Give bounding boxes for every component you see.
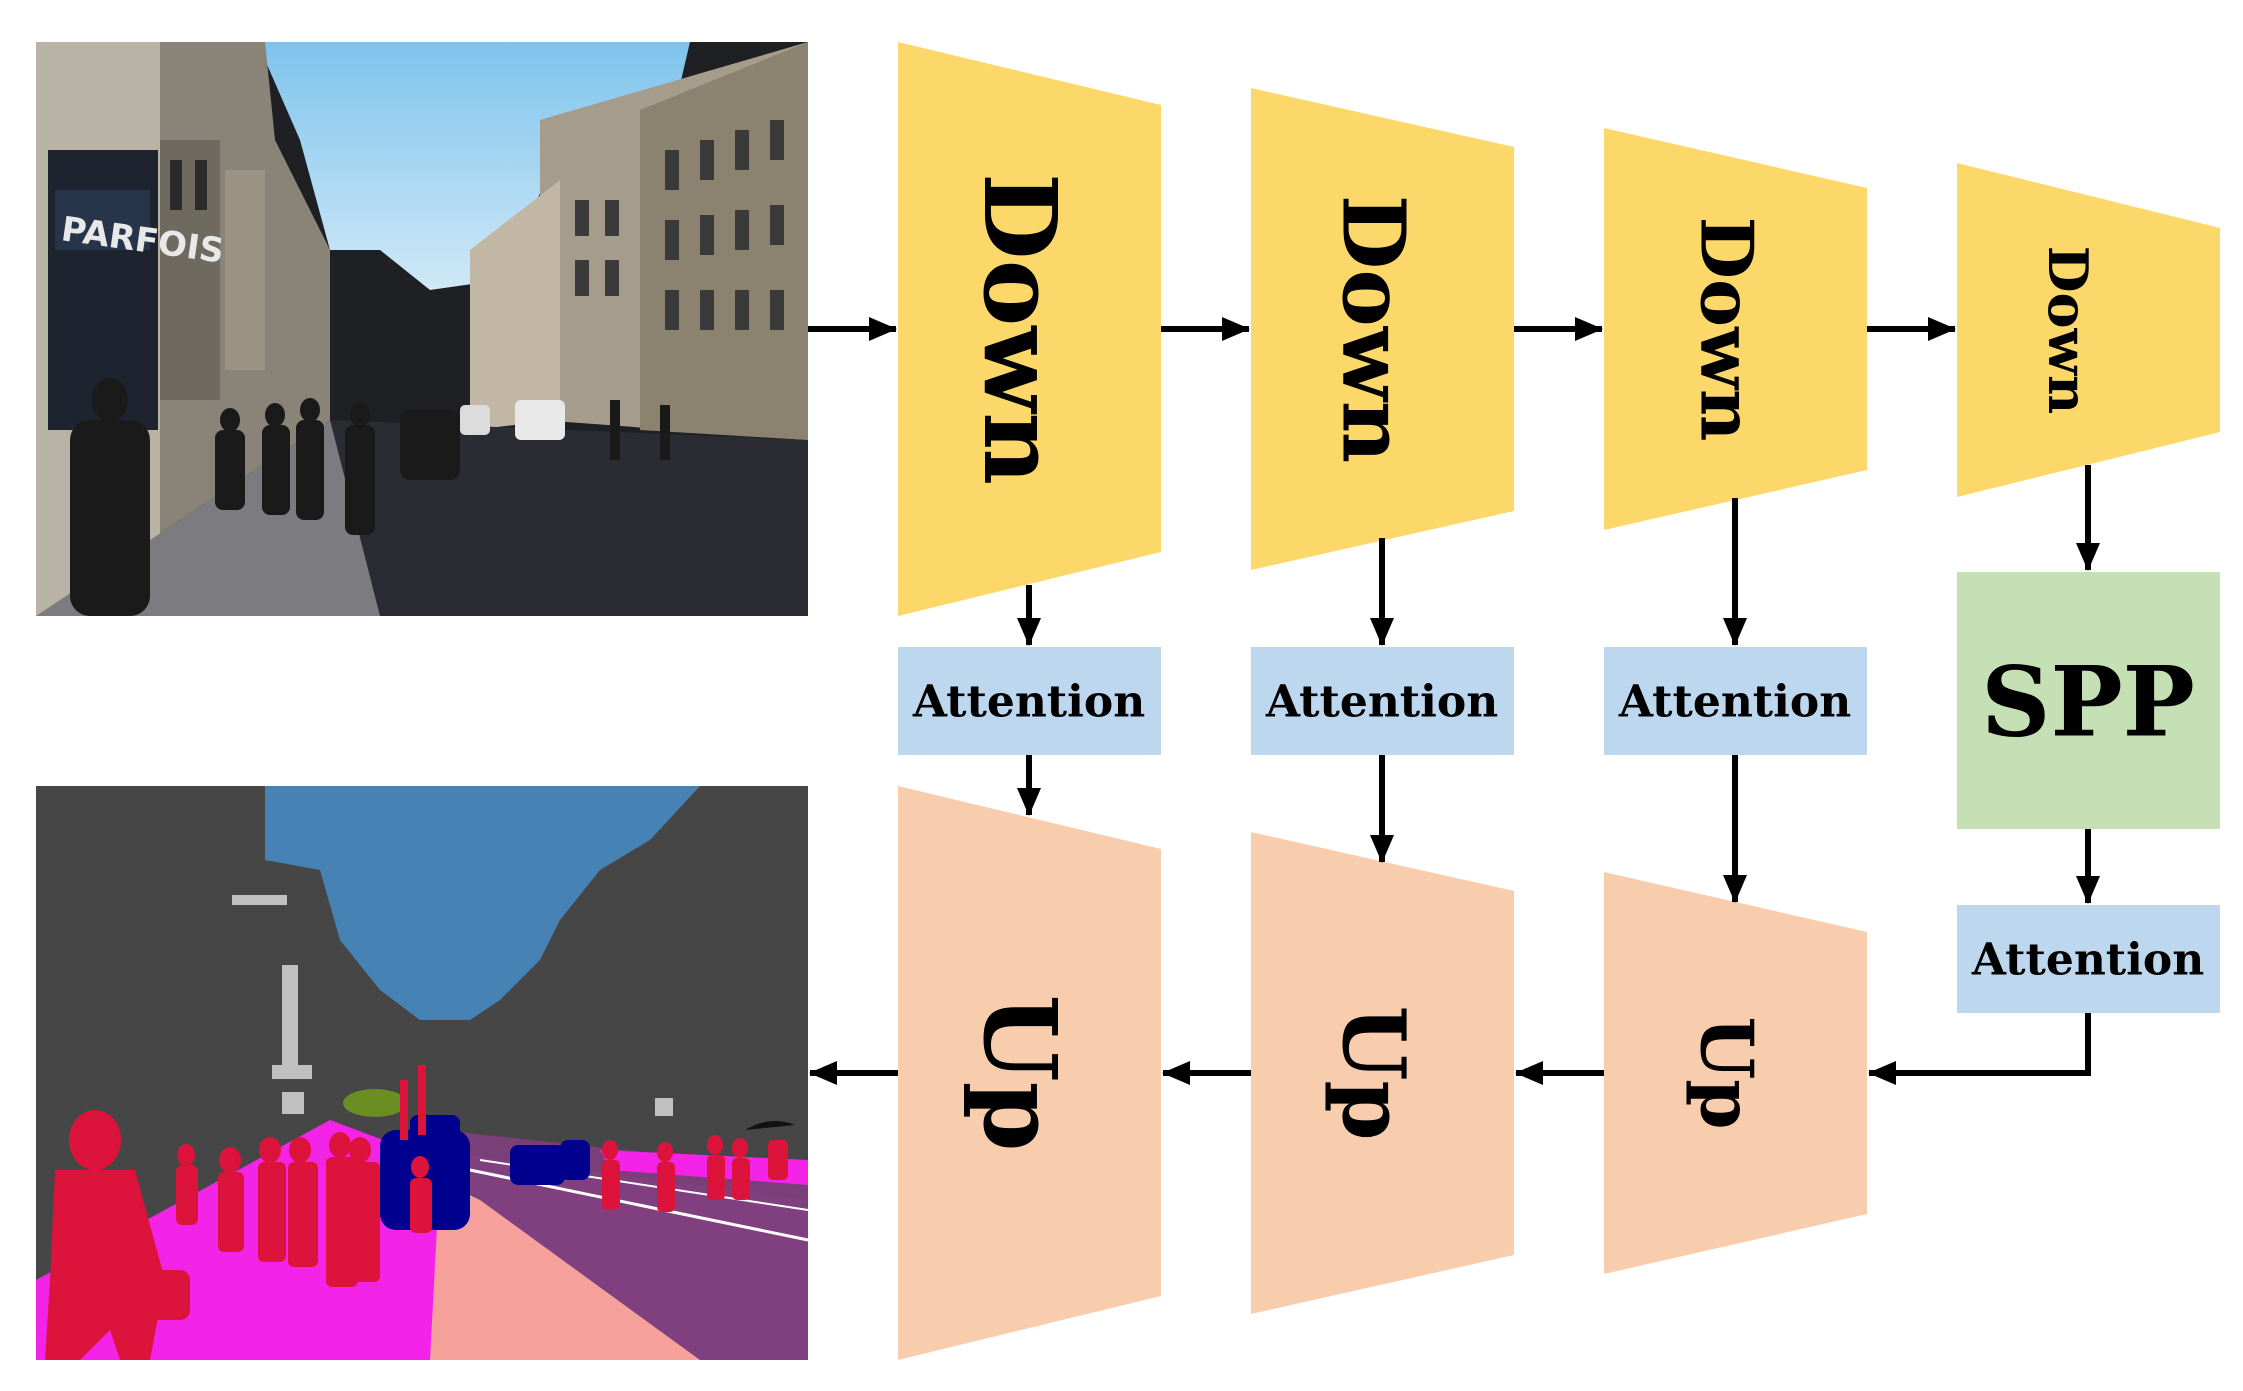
up-block-3: Up xyxy=(1604,872,1867,1274)
spp-block: SPP xyxy=(1957,572,2220,829)
down-block-1: Down xyxy=(898,42,1161,616)
up-label-2: Up xyxy=(1323,1005,1424,1140)
down-block-2: Down xyxy=(1251,88,1514,570)
attention-block-2: Attention xyxy=(1251,647,1514,755)
attention-label-3: Attention xyxy=(1618,677,1851,728)
up-block-2: Up xyxy=(1251,832,1514,1314)
attention-label-4: Attention xyxy=(1971,935,2204,986)
spp-label: SPP xyxy=(1981,646,2195,759)
attention-block-3: Attention xyxy=(1604,647,1867,755)
down-label-1: Down xyxy=(961,173,1079,485)
up-label-1: Up xyxy=(961,994,1079,1151)
up-block-1: Up xyxy=(898,786,1161,1360)
attention-block-4: Attention xyxy=(1957,905,2220,1013)
down-label-3: Down xyxy=(1685,217,1770,442)
attention-block-1: Attention xyxy=(898,647,1161,755)
arrow-att4-to-up3 xyxy=(1868,1013,2091,1085)
attention-label-1: Attention xyxy=(912,677,1145,728)
down-block-3: Down xyxy=(1604,128,1867,530)
attention-label-2: Attention xyxy=(1265,677,1498,728)
down-label-2: Down xyxy=(1323,195,1424,464)
arrows xyxy=(808,317,2100,1085)
down-label-4: Down xyxy=(2036,246,2100,415)
input-street-photo: PARFOIS xyxy=(36,42,808,616)
up-label-3: Up xyxy=(1685,1016,1770,1129)
down-block-4: Down xyxy=(1957,163,2220,497)
output-segmentation-map xyxy=(36,786,809,1360)
